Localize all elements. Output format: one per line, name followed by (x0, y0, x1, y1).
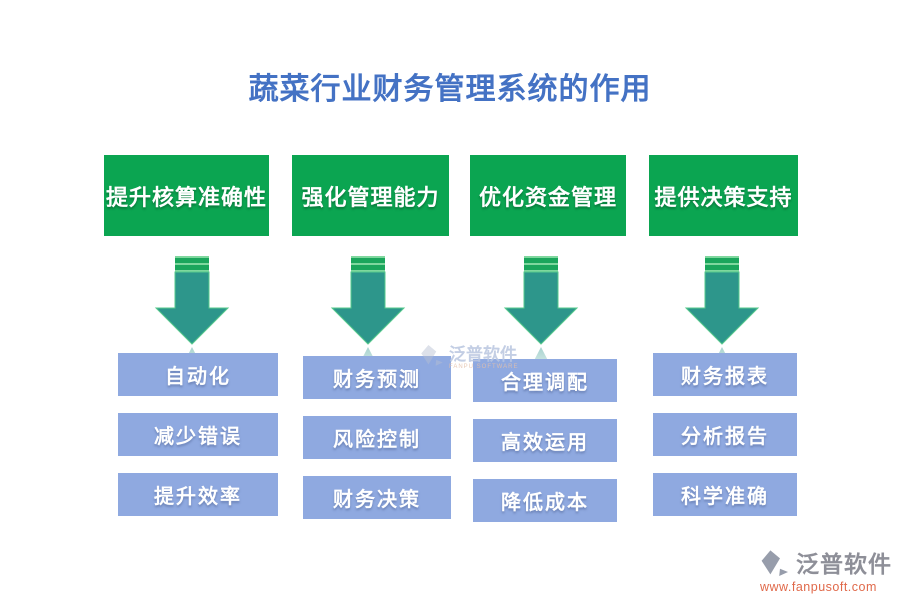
item-box: 财务预测 (303, 356, 451, 399)
fanpu-logo: 泛普软件 www.fanpusoft.com (760, 548, 892, 594)
header-box-accuracy: 提升核算准确性 (104, 155, 269, 236)
diagram-title: 蔬菜行业财务管理系统的作用 (248, 73, 652, 106)
item-box: 科学准确 (653, 473, 797, 516)
fanpu-logo-url: www.fanpusoft.com (760, 580, 877, 594)
item-box: 分析报告 (653, 413, 797, 456)
item-box: 自动化 (118, 353, 278, 396)
header-box-management: 强化管理能力 (292, 155, 449, 236)
item-box: 合理调配 (473, 359, 617, 402)
header-box-decision: 提供决策支持 (649, 155, 798, 236)
item-box: 提升效率 (118, 473, 278, 516)
fanpu-logo-brand: 泛普软件 (796, 550, 892, 577)
item-box: 财务报表 (653, 353, 797, 396)
header-box-funds: 优化资金管理 (470, 155, 626, 236)
fanpu-logo-icon (761, 550, 788, 576)
item-box: 高效运用 (473, 419, 617, 462)
item-box: 减少错误 (118, 413, 278, 456)
item-box: 降低成本 (473, 479, 617, 522)
item-box: 风险控制 (303, 416, 451, 459)
item-box: 财务决策 (303, 476, 451, 519)
